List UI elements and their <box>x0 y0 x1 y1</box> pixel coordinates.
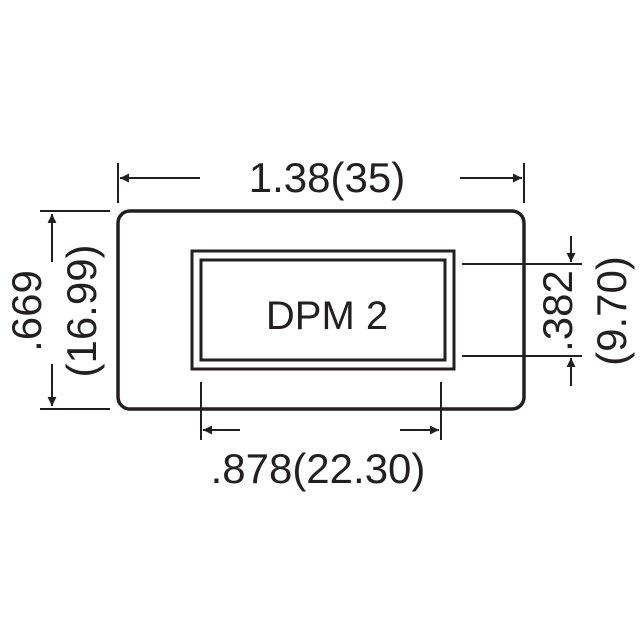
overall-height-mm: (16.99) <box>58 244 105 377</box>
window-width-dimension: .878(22.30) <box>211 445 426 492</box>
window-height-mm: (9.70) <box>588 256 635 366</box>
window-height-inches: .382 <box>534 270 581 352</box>
overall-width-dimension: 1.38(35) <box>249 154 405 201</box>
overall-height-inches: .669 <box>3 270 50 352</box>
outer-bezel-outline <box>116 209 526 411</box>
display-window-outer <box>190 249 456 371</box>
display-label: DPM 2 <box>266 294 388 338</box>
display-window-inner <box>199 258 447 362</box>
